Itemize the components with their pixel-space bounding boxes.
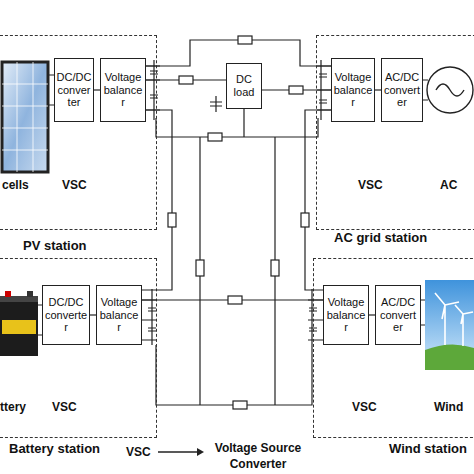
vsc-terminals [308, 289, 323, 345]
box-label: DC load [228, 73, 260, 98]
text-label: VSC [52, 400, 77, 414]
dc-cable [146, 79, 226, 80]
converter-box: AC/DC converter [375, 285, 421, 345]
impedance-symbol [228, 296, 242, 304]
text-label: VSC [358, 178, 383, 192]
wind-photo [425, 280, 474, 370]
station-label: Battery station [9, 442, 100, 457]
text-label: VSC [126, 445, 151, 459]
box-label: Voltage balancer [98, 296, 140, 334]
dc-cable [142, 299, 323, 300]
dc-cable [156, 109, 318, 405]
legend-arrow [158, 451, 198, 452]
vsc-terminals [142, 289, 156, 345]
pv-panel [2, 62, 48, 172]
pv-grid [2, 62, 48, 172]
vsc-terminals [146, 60, 160, 120]
impedance-symbol [208, 133, 222, 141]
text-label: VSC [352, 400, 377, 414]
box-label: AC/DC converter [383, 71, 421, 109]
text-label: VSC [62, 178, 87, 192]
converter-box: Voltage balancer [96, 285, 142, 345]
impedance-symbol [179, 76, 193, 84]
station-label: PV station [23, 239, 87, 254]
converter-box: DC/DC converter [42, 285, 90, 345]
wind-wire [421, 300, 425, 325]
dc-cable [94, 89, 100, 90]
box-label: DC/DC converter [44, 296, 88, 334]
station-box: PV stationDC/DC converterVoltage balance… [0, 35, 157, 230]
impedance-symbol [238, 36, 252, 44]
ac-source-symbol [427, 67, 473, 113]
box-label: Voltage balancer [333, 71, 373, 109]
box-label: DC/DC converter [56, 71, 92, 109]
box-label: Voltage balancer [325, 296, 367, 334]
converter-box: AC/DC converter [381, 58, 423, 122]
legend-arrowhead [197, 448, 204, 456]
impedance-symbol [196, 260, 204, 276]
dc-cable [142, 110, 172, 290]
dc-cable [90, 314, 96, 315]
converter-box: Voltage balancer [323, 285, 369, 345]
station-label: Wind station [389, 442, 467, 457]
impedance-symbol [233, 401, 247, 409]
impedance-symbol [301, 213, 309, 227]
station-box: AC grid stationVoltage balancerAC/DC con… [316, 35, 474, 230]
battery-body [0, 300, 38, 356]
dc-cable [375, 89, 381, 90]
dc-cable [369, 314, 375, 315]
station-label: AC grid station [334, 231, 427, 246]
ac-sine [436, 84, 464, 96]
dc-cable [262, 89, 331, 90]
ac-wire [423, 80, 428, 100]
text-label: AC [440, 178, 457, 192]
battery-band [2, 320, 36, 334]
impedance-symbol [168, 213, 176, 227]
battery-terminal [27, 291, 33, 297]
vsc-terminals [317, 60, 331, 120]
converter-box: DC/DC converter [54, 58, 94, 122]
converter-box: Voltage balancer [331, 58, 375, 122]
impedance-symbol [271, 260, 279, 276]
text-label: Voltage Source Converter [206, 441, 310, 472]
text-label: cells [2, 178, 29, 192]
box-label: AC/DC converter [377, 296, 419, 334]
text-label: Wind [434, 400, 463, 414]
box-label: Voltage balancer [102, 71, 144, 109]
dc-cable [146, 40, 331, 66]
wind-ground [425, 344, 474, 370]
wind-turbine [435, 293, 473, 346]
text-label: ttery [0, 400, 26, 414]
dc-cable [305, 110, 331, 290]
converter-box: Voltage balancer [100, 58, 146, 122]
impedance-symbol [289, 86, 303, 94]
battery-terminal [5, 291, 11, 297]
load-box: DC load [226, 63, 262, 109]
capacitor-symbol [210, 96, 222, 112]
